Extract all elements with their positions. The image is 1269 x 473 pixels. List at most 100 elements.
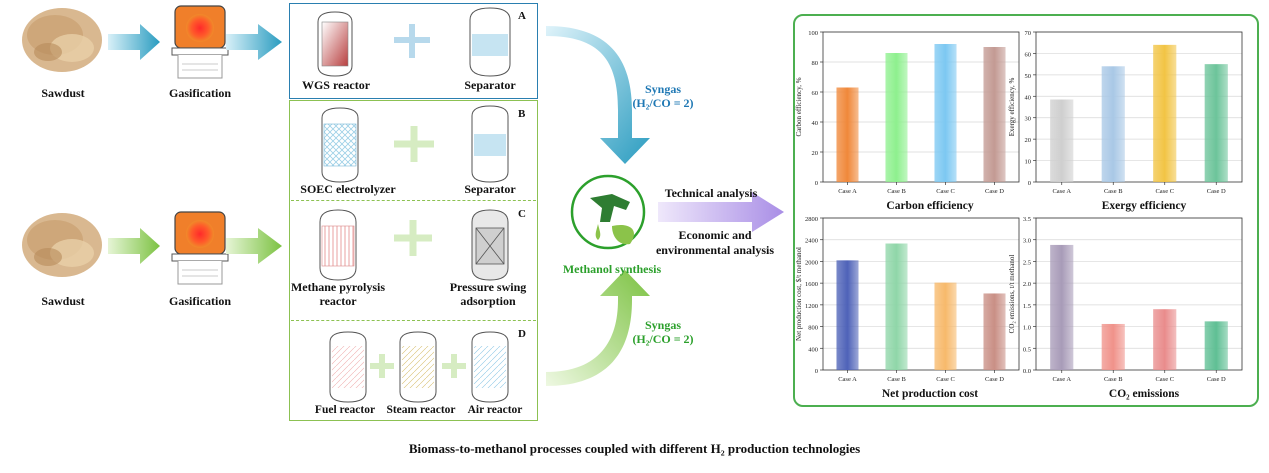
bar (934, 282, 957, 370)
case-letter-a: A (518, 10, 526, 22)
steam-reactor-label: Steam reactor (386, 404, 456, 416)
y-tick-label: 30 (1025, 116, 1032, 123)
y-tick-label: 0.0 (1023, 368, 1031, 375)
methane-pyrolysis-reactor-icon (319, 209, 357, 281)
gasifier-icon (171, 5, 229, 79)
plot-frame (822, 31, 1020, 183)
y-tick-label: 800 (808, 325, 818, 332)
technical-analysis-label: Technical analysis (664, 186, 758, 200)
methanol-synthesis-icon (570, 174, 646, 250)
arrow-right-icon (226, 24, 282, 60)
bar (934, 44, 957, 182)
y-tick-label: 40 (1025, 94, 1032, 101)
bar (1101, 323, 1125, 370)
y-tick-label: 2.5 (1023, 259, 1031, 266)
figure-caption: Biomass-to-methanol processes coupled wi… (408, 441, 861, 456)
economic-analysis-label-line2: environmental analysis (655, 243, 775, 257)
bar (1153, 309, 1177, 370)
sawdust-label: Sawdust (41, 294, 85, 308)
case-letter-c: C (518, 208, 526, 220)
x-tick-label: Case C (936, 188, 955, 195)
syngas-label: Syngas (644, 82, 682, 96)
y-tick-label: 2400 (805, 238, 818, 245)
separator-icon (471, 105, 509, 183)
y-tick-label: 1600 (805, 281, 818, 288)
x-tick-label: Case B (887, 376, 906, 383)
x-tick-label: Case C (1155, 188, 1174, 195)
y-tick-label: 1.5 (1023, 303, 1031, 310)
y-tick-label: 2.0 (1023, 281, 1031, 288)
arrow-right-icon (658, 192, 784, 232)
methane-pyrolysis-label-line2: reactor (319, 294, 357, 308)
sawdust-icon (22, 8, 102, 72)
wgs-reactor-label: WGS reactor (301, 78, 371, 92)
plot-frame (822, 217, 1020, 371)
economic-analysis-label-line1: Economic and (678, 228, 752, 242)
y-tick-label: 0.5 (1023, 346, 1031, 353)
fuel-reactor-label: Fuel reactor (314, 404, 376, 416)
plot-frame (1035, 217, 1243, 371)
x-tick-label: Case B (887, 188, 906, 195)
plus-icon (370, 354, 394, 378)
case-letter-b: B (518, 108, 526, 120)
separator-label: Separator (464, 78, 516, 92)
sawdust-label: Sawdust (41, 86, 85, 100)
bar (1050, 244, 1074, 370)
methanol-synthesis-label: Methanol synthesis (562, 262, 662, 276)
y-axis-label: Net production cost, $/t methanol (795, 247, 803, 341)
process-box-a (289, 3, 538, 99)
x-tick-label: Case D (985, 188, 1004, 195)
y-tick-label: 0 (815, 368, 818, 375)
y-tick-label: 80 (812, 60, 819, 67)
chart-title: Exergy efficiency (1101, 200, 1187, 212)
gasification-label: Gasification (169, 294, 231, 308)
bar (885, 243, 908, 370)
bar (1204, 64, 1228, 182)
y-axis-label: Carbon efficiency, % (795, 77, 803, 136)
x-tick-label: Case B (1104, 376, 1123, 383)
y-tick-label: 20 (1025, 137, 1032, 144)
x-tick-label: Case A (838, 376, 857, 383)
y-tick-label: 400 (808, 346, 818, 353)
plus-icon (394, 220, 432, 256)
y-tick-label: 2000 (805, 259, 818, 266)
gasification-label: Gasification (169, 86, 231, 100)
psa-label-line1: Pressure swing (449, 280, 527, 294)
y-tick-label: 0 (815, 180, 818, 187)
y-axis-label: CO₂ emissions, t/t methanol (1008, 255, 1016, 334)
y-tick-label: 0 (1028, 180, 1031, 187)
case-letter-d: D (518, 328, 526, 340)
fuel-reactor-icon (329, 331, 367, 403)
psa-label-line2: adsorption (460, 294, 516, 308)
plus-icon (442, 354, 466, 378)
steam-reactor-icon (399, 331, 437, 403)
x-tick-label: Case C (936, 376, 955, 383)
x-tick-label: Case D (1207, 376, 1226, 383)
plus-icon (394, 24, 430, 58)
y-tick-label: 1.0 (1023, 325, 1031, 332)
x-tick-label: Case D (1207, 188, 1226, 195)
bar (836, 260, 859, 370)
process-box-bcd (289, 100, 538, 421)
x-tick-label: Case A (838, 188, 857, 195)
sawdust-icon (22, 213, 102, 277)
x-tick-label: Case C (1155, 376, 1174, 383)
y-tick-label: 10 (1025, 159, 1032, 166)
y-tick-label: 3.0 (1023, 238, 1031, 245)
syngas-ratio-label: (H₂/CO = 2) (632, 96, 694, 110)
bar (1101, 66, 1125, 182)
curved-arrow-up-icon (546, 270, 650, 386)
y-tick-label: 1200 (805, 303, 818, 310)
bar (1204, 321, 1228, 370)
bar (983, 293, 1006, 370)
arrow-right-icon (226, 228, 282, 264)
arrow-right-icon (108, 228, 160, 264)
air-reactor-icon (471, 331, 509, 403)
x-tick-label: Case D (985, 376, 1004, 383)
y-tick-label: 2800 (805, 216, 818, 223)
air-reactor-label: Air reactor (467, 404, 523, 416)
x-tick-label: Case B (1104, 188, 1123, 195)
results-panel (793, 14, 1259, 407)
